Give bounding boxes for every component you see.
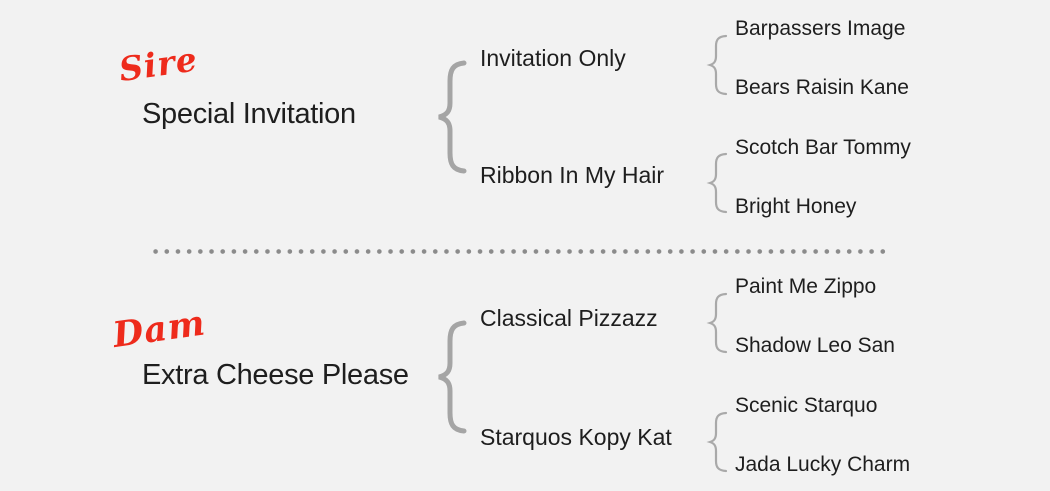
dam-grandparent-4-name: Jada Lucky Charm [735,453,911,476]
sire-name: Special Invitation [142,98,356,130]
dotted-divider [150,247,890,256]
dam-parent-2-name: Starquos Kopy Kat [480,424,672,450]
dam-role-script-label: Dam [110,302,209,356]
sire-parent-2-name: Ribbon In My Hair [480,162,665,188]
sire-parent-2-small-brace [706,152,728,214]
dam-grandparent-3-name: Scenic Starquo [735,394,878,417]
sire-grandparent-4-name: Bright Honey [735,195,857,218]
sire-grandparent-3-name: Scotch Bar Tommy [735,136,911,159]
sire-large-brace [438,60,467,174]
dam-parent-1-name: Classical Pizzazz [480,305,658,331]
sire-grandparent-2-name: Bears Raisin Kane [735,76,909,99]
sire-parent-1-small-brace [706,34,728,96]
dam-grandparent-2-name: Shadow Leo San [735,334,895,357]
dam-name: Extra Cheese Please [142,359,409,391]
sire-grandparent-1-name: Barpassers Image [735,17,906,40]
dam-large-brace [438,320,467,434]
sire-role-script-label: Sire [116,39,200,89]
sire-parent-1-name: Invitation Only [480,45,626,71]
dam-parent-1-small-brace [706,292,728,354]
dam-grandparent-1-name: Paint Me Zippo [735,275,877,298]
dam-parent-2-small-brace [706,411,728,473]
